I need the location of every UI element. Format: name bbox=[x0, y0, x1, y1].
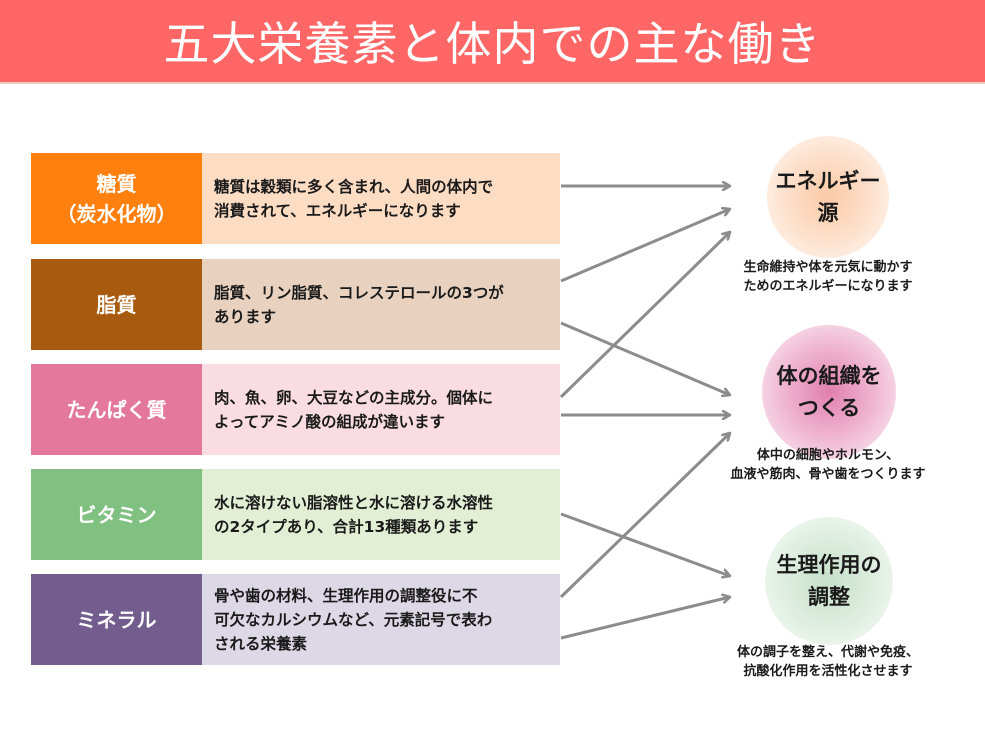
function-circle-regulation: 生理作用の 調整 bbox=[765, 517, 893, 645]
function-title: 生理作用の 調整 bbox=[776, 553, 882, 609]
nutrient-row-protein: たんぱく質 肉、魚、卵、大豆などの主成分。個体に よってアミノ酸の組成が違います bbox=[31, 364, 560, 455]
page-title: 五大栄養素と体内での主な働き bbox=[163, 17, 822, 71]
nutrient-label: ミネラル bbox=[31, 574, 202, 665]
arrow-mineral-to-regulation bbox=[560, 597, 730, 640]
function-circle-energy: エネルギー源 bbox=[767, 136, 889, 258]
function-title: 体の組織を つくる bbox=[776, 364, 882, 420]
function-description: 体の調子を整え、代謝や免疫、 抗酸化作用を活性化させます bbox=[736, 645, 919, 679]
nutrient-row-fat: 脂質 脂質、リン脂質、コレステロールの3つが あります bbox=[31, 259, 560, 350]
nutrient-description: 水に溶けない脂溶性と水に溶ける水溶性 の2タイプあり、合計13種類あります bbox=[202, 469, 560, 560]
function-description: 体中の細胞やホルモン、 血液や筋肉、骨や歯をつくります bbox=[730, 448, 926, 482]
nutrient-label: ビタミン bbox=[31, 469, 202, 560]
nutrient-description: 骨や歯の材料、生理作用の調整役に不 可欠なカルシウムなど、元素記号で表わ される… bbox=[202, 574, 560, 665]
nutrient-row-carbohydrate: 糖質 （炭水化物） 糖質は穀類に多く含まれ、人間の体内で 消費されて、エネルギー… bbox=[31, 153, 560, 244]
arrow-fat-to-tissue bbox=[560, 321, 730, 395]
nutrient-row-mineral: ミネラル 骨や歯の材料、生理作用の調整役に不 可欠なカルシウムなど、元素記号で表… bbox=[31, 574, 560, 665]
arrow-mineral-to-tissue bbox=[559, 433, 730, 599]
nutrient-label: 糖質 （炭水化物） bbox=[31, 153, 202, 244]
nutrient-description: 糖質は穀類に多く含まれ、人間の体内で 消費されて、エネルギーになります bbox=[202, 153, 560, 244]
arrow-vitamin-to-regulation bbox=[560, 512, 730, 576]
function-title: エネルギー源 bbox=[775, 169, 881, 225]
arrow-protein-to-energy bbox=[559, 232, 730, 399]
header-banner: 五大栄養素と体内での主な働き bbox=[0, 0, 985, 84]
nutrient-row-vitamin: ビタミン 水に溶けない脂溶性と水に溶ける水溶性 の2タイプあり、合計13種類あり… bbox=[31, 469, 560, 560]
nutrient-label: たんぱく質 bbox=[31, 364, 202, 455]
function-circle-tissue: 体の組織を つくる bbox=[762, 325, 896, 459]
nutrient-description: 肉、魚、卵、大豆などの主成分。個体に よってアミノ酸の組成が違います bbox=[202, 364, 560, 455]
arrow-fat-to-energy bbox=[560, 209, 730, 283]
nutrient-label: 脂質 bbox=[31, 259, 202, 350]
nutrient-description: 脂質、リン脂質、コレステロールの3つが あります bbox=[202, 259, 560, 350]
function-description: 生命維持や体を元気に動かす ためのエネルギーになります bbox=[743, 260, 913, 294]
